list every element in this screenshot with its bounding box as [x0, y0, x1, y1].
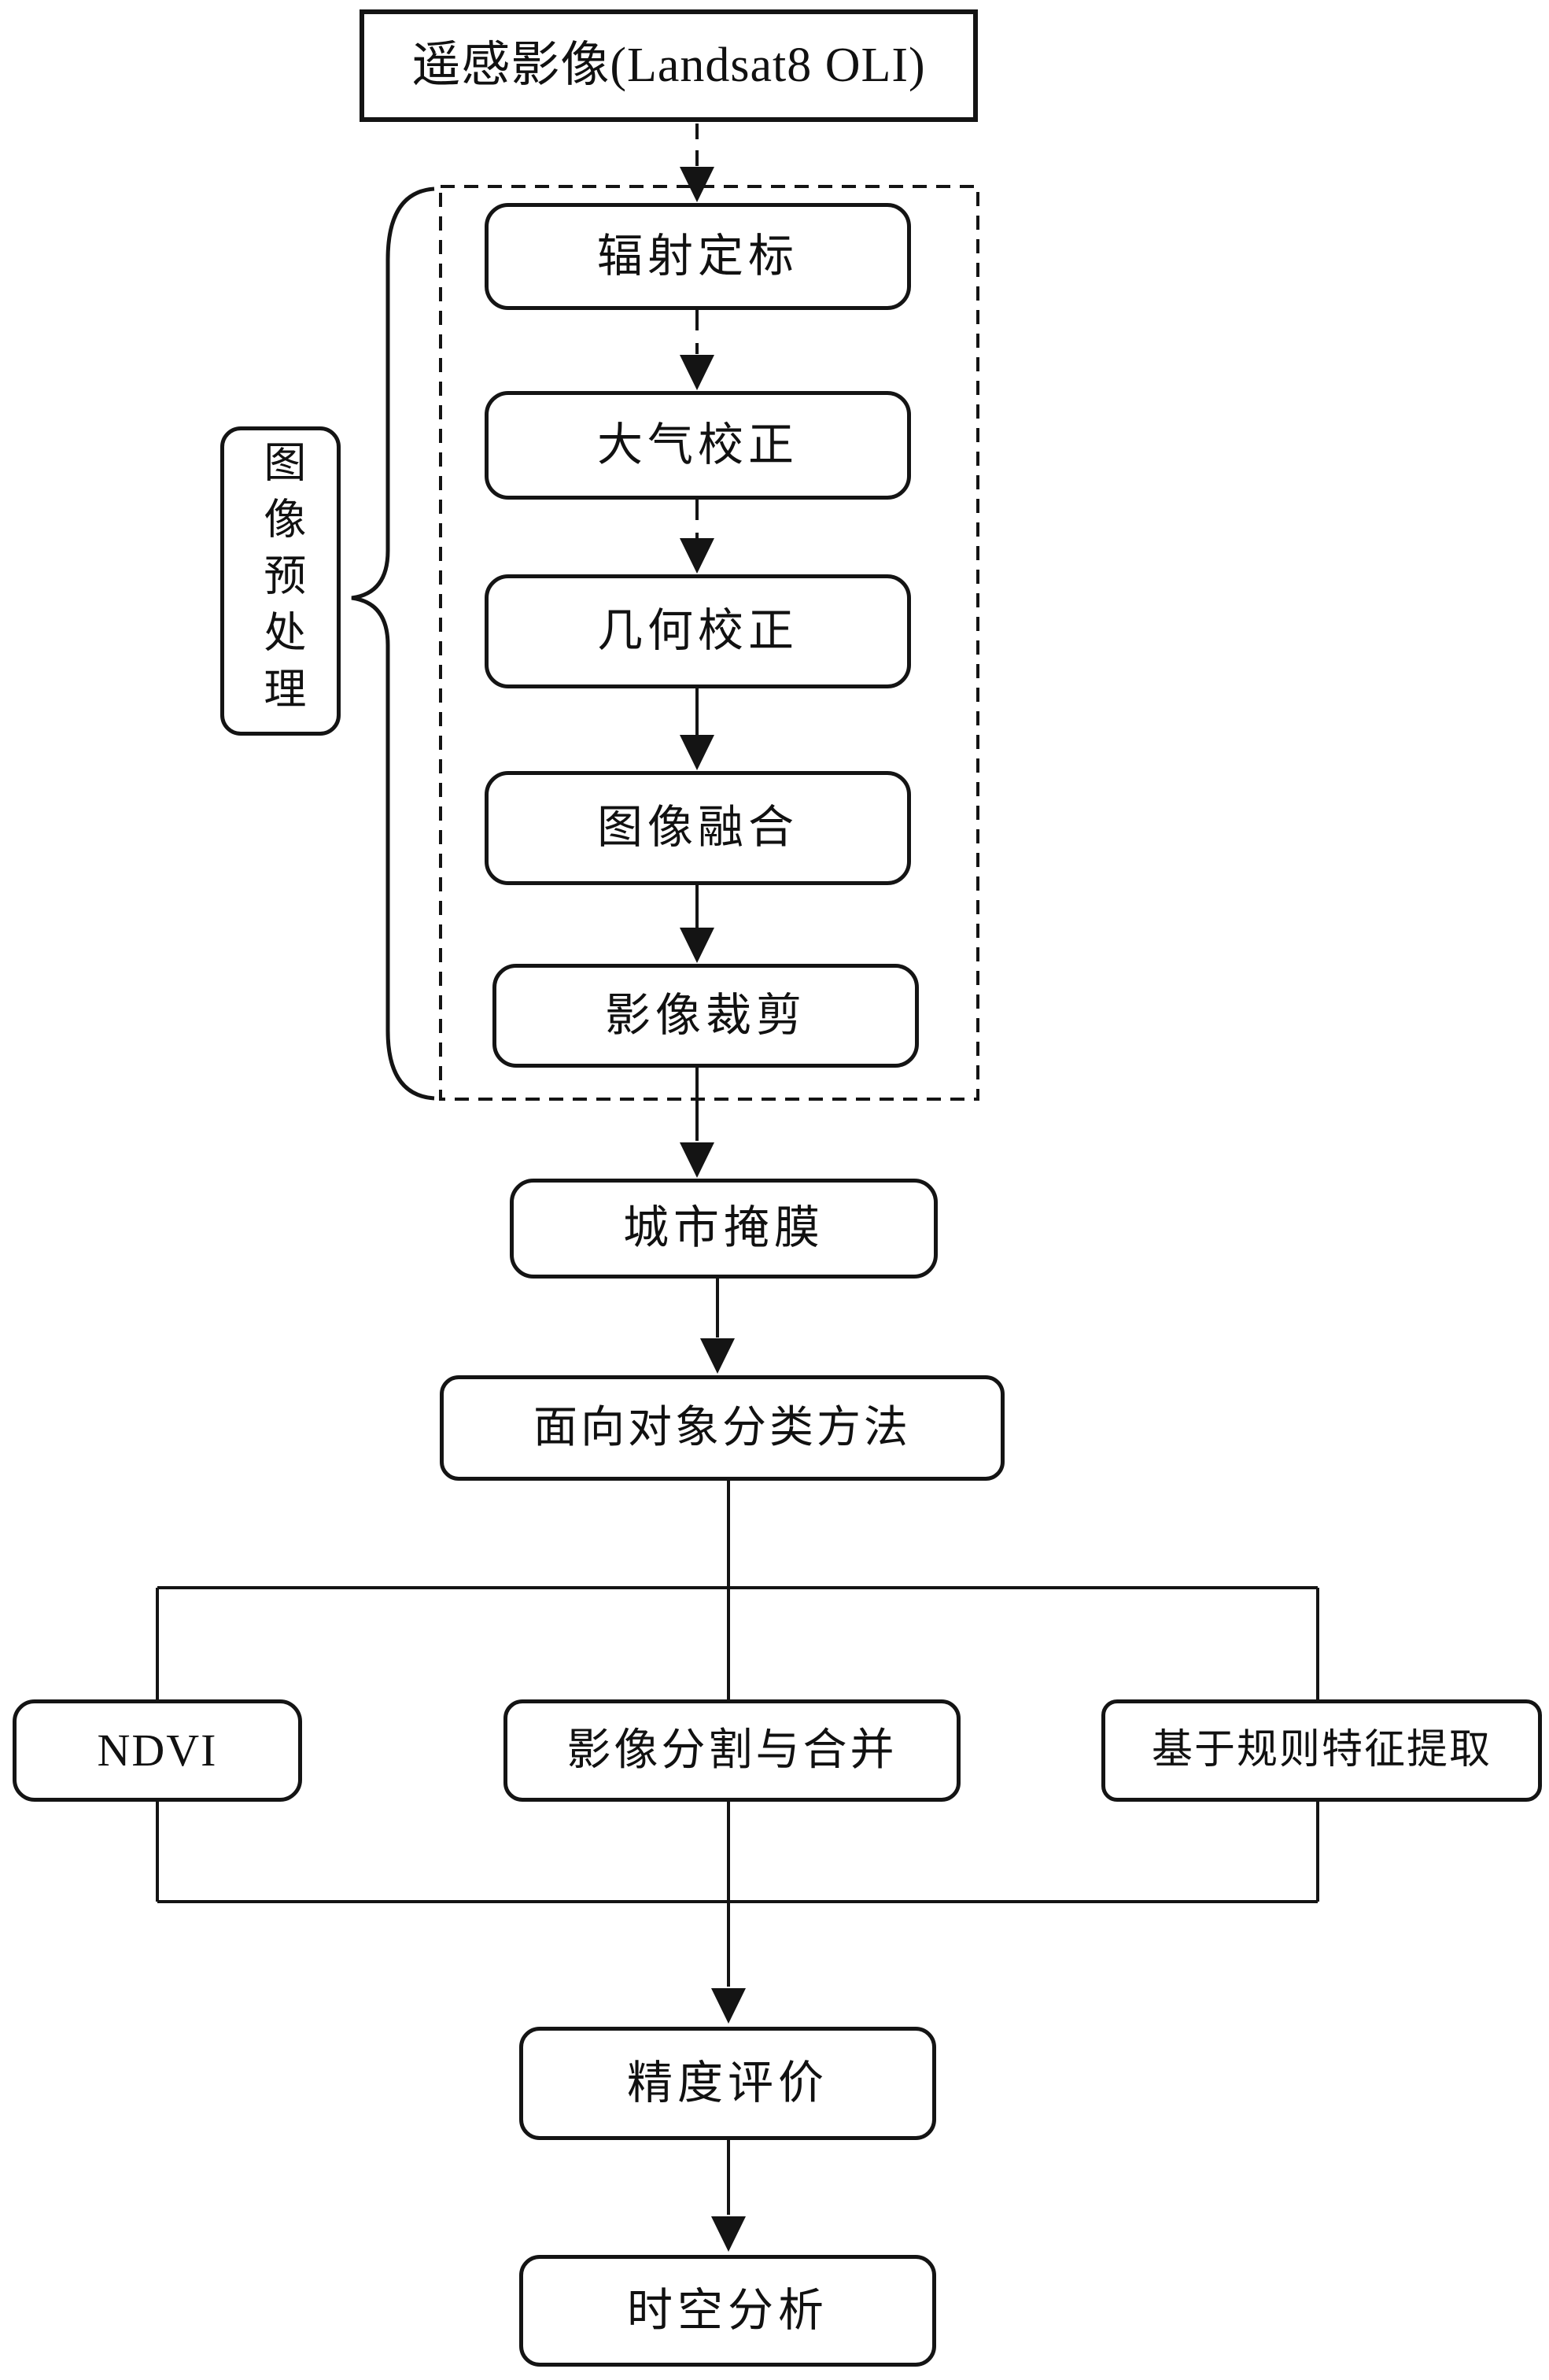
- node-atmospheric-correction-label: 大气校正: [596, 419, 798, 470]
- node-geometric-correction-label: 几何校正: [596, 605, 798, 657]
- node-rule-based-feature-extraction-label: 基于规则特征提取: [1151, 1727, 1492, 1773]
- node-image-clipping-label: 影像裁剪: [604, 989, 806, 1041]
- node-urban-mask: 城市掩膜: [510, 1179, 938, 1279]
- node-atmospheric-correction: 大气校正: [485, 391, 911, 500]
- preprocessing-dashed-container: [439, 185, 979, 1101]
- node-image-fusion: 图像融合: [485, 771, 911, 885]
- arrowhead-step4-to-step5: [680, 928, 714, 963]
- node-geometric-correction: 几何校正: [485, 574, 911, 688]
- node-ndvi: NDVI: [13, 1699, 302, 1802]
- preprocessing-label-text: 图像预处理: [256, 439, 304, 723]
- node-spatiotemporal-analysis: 时空分析: [519, 2255, 936, 2367]
- node-segmentation-merging-label: 影像分割与合并: [566, 1725, 898, 1775]
- arrowhead-urban-mask-to-classification: [700, 1338, 735, 1374]
- arrowhead-step2-to-step3: [680, 538, 714, 574]
- arrowhead-step3-to-step4: [680, 735, 714, 770]
- node-segmentation-merging: 影像分割与合并: [503, 1699, 961, 1802]
- node-accuracy-assessment-label: 精度评价: [626, 2057, 828, 2109]
- node-object-oriented-classification: 面向对象分类方法: [440, 1375, 1005, 1481]
- node-accuracy-assessment: 精度评价: [519, 2027, 936, 2140]
- node-remote-sensing-image-label: 遥感影像(Landsat8 OLI): [411, 38, 926, 92]
- arrowhead-merge-to-accuracy: [711, 1988, 746, 2024]
- node-image-clipping: 影像裁剪: [492, 964, 919, 1068]
- node-urban-mask-label: 城市掩膜: [622, 1202, 824, 1254]
- arrowhead-step1-to-step2: [680, 355, 714, 390]
- node-rule-based-feature-extraction: 基于规则特征提取: [1101, 1699, 1542, 1802]
- preprocessing-brace: [351, 186, 435, 1101]
- node-image-fusion-label: 图像融合: [596, 802, 798, 854]
- arrowhead-step5-to-urban-mask: [680, 1142, 714, 1178]
- node-preprocessing-label: 图像预处理: [220, 426, 341, 736]
- node-object-oriented-classification-label: 面向对象分类方法: [533, 1403, 911, 1452]
- node-ndvi-label: NDVI: [97, 1724, 218, 1776]
- node-spatiotemporal-analysis-label: 时空分析: [626, 2284, 828, 2336]
- node-radiometric-calibration: 辐射定标: [485, 203, 911, 310]
- node-radiometric-calibration-label: 辐射定标: [596, 230, 798, 282]
- arrowhead-accuracy-to-spatiotemporal: [711, 2216, 746, 2252]
- arrowhead-title-to-step1: [680, 167, 714, 202]
- node-remote-sensing-image: 遥感影像(Landsat8 OLI): [360, 9, 978, 122]
